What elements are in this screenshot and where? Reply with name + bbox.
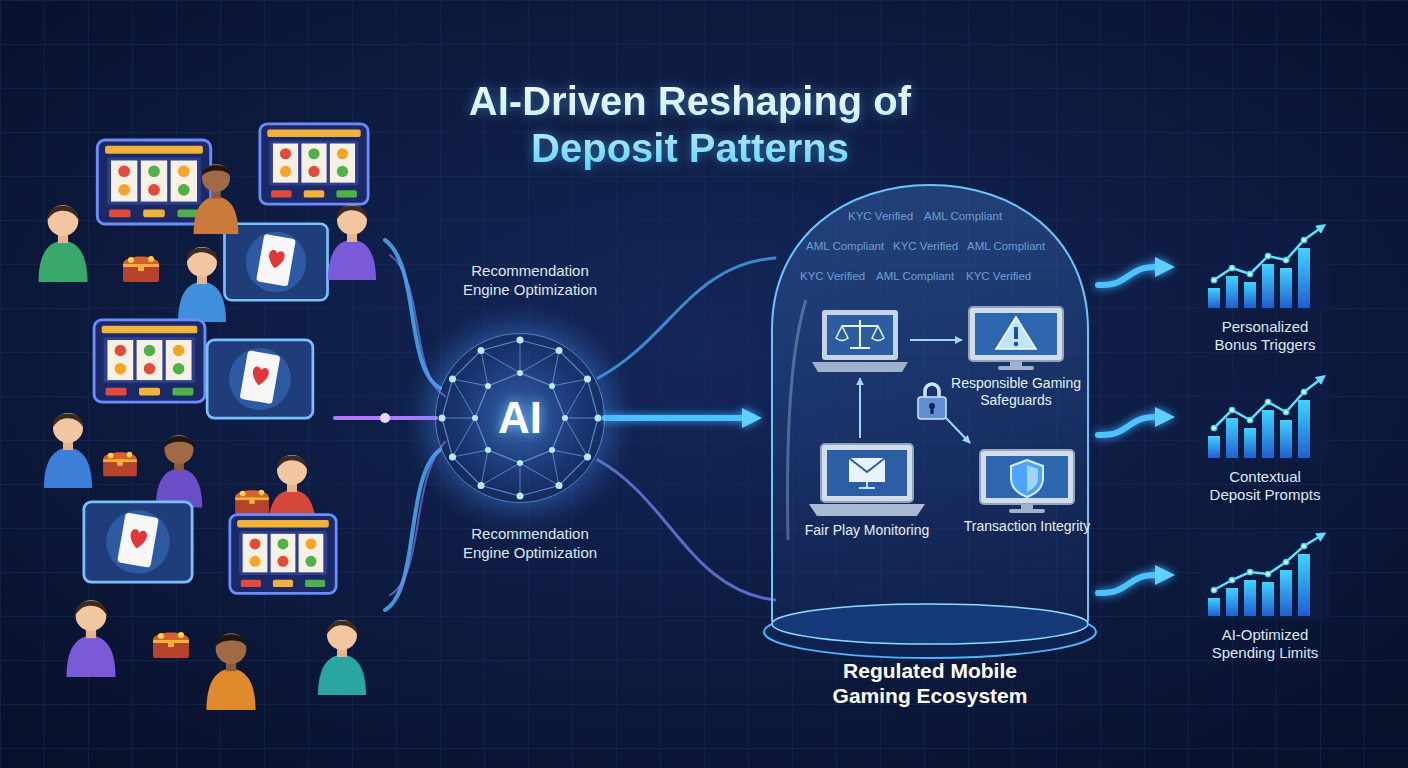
chart-label: Personalized Bonus Triggers bbox=[1203, 318, 1328, 355]
device-icon bbox=[977, 448, 1077, 514]
icon-label: Transaction Integrity bbox=[964, 518, 1090, 535]
slot-screen bbox=[260, 124, 368, 204]
watermark: KYC Verified bbox=[800, 270, 865, 284]
chart-label: AI-Optimized Spending Limits bbox=[1203, 626, 1328, 663]
dome-label: Regulated Mobile Gaming Ecosystem bbox=[820, 658, 1040, 710]
icon-graphic bbox=[809, 444, 925, 516]
watermark: AML Compliant bbox=[967, 240, 1045, 254]
watermark: AML Compliant bbox=[924, 210, 1002, 224]
player-figure bbox=[178, 247, 226, 322]
player-figure bbox=[44, 413, 92, 488]
player-figure bbox=[66, 600, 115, 677]
watermark: KYC Verified bbox=[966, 270, 1031, 284]
icon-graphic bbox=[1200, 530, 1330, 620]
watermark: KYC Verified bbox=[893, 240, 958, 254]
fair-play-laptop: Fair Play Monitoring bbox=[802, 442, 932, 550]
core-label: AI bbox=[498, 396, 542, 440]
annotation-label: Recommendation Engine Optimization bbox=[450, 525, 610, 563]
ecosystem-dome: Regulated Mobile Gaming Ecosystem Respons… bbox=[762, 180, 1098, 710]
trend-chart: Contextual Deposit Prompts bbox=[1175, 372, 1355, 513]
ai-core-circle: AI bbox=[435, 333, 605, 503]
safeguard-monitor: Responsible Gaming Safeguards bbox=[950, 305, 1082, 420]
watermark: AML Compliant bbox=[806, 240, 884, 254]
player-figure bbox=[156, 435, 202, 508]
slot-screen bbox=[94, 320, 205, 402]
icon-graphic bbox=[764, 185, 1096, 658]
treasure-chest bbox=[153, 632, 189, 658]
flow-arrow bbox=[1098, 267, 1159, 285]
players-illustration bbox=[38, 124, 376, 710]
flow-arrow bbox=[605, 415, 746, 421]
integrity-monitor: Transaction Integrity bbox=[962, 448, 1092, 546]
icon-label: Responsible Gaming Safeguards bbox=[950, 375, 1082, 409]
player-figure bbox=[38, 205, 87, 282]
diagram-title: AI-Driven Reshaping of Deposit Patterns bbox=[395, 78, 985, 172]
device-icon bbox=[807, 442, 927, 518]
flow-arrow bbox=[1098, 575, 1159, 593]
trend-chart: Personalized Bonus Triggers bbox=[1175, 222, 1355, 363]
player-figure bbox=[206, 633, 255, 710]
data-streams bbox=[335, 240, 775, 610]
player-figure bbox=[328, 205, 376, 280]
watermark: AML Compliant bbox=[876, 270, 954, 284]
slot-screen bbox=[230, 515, 336, 594]
bar-line-chart bbox=[1200, 372, 1330, 462]
treasure-chest bbox=[103, 452, 137, 476]
annotation-label: Recommendation Engine Optimization bbox=[450, 262, 610, 300]
card-screen bbox=[207, 340, 313, 418]
watermark: KYC Verified bbox=[848, 210, 913, 224]
trend-chart: AI-Optimized Spending Limits bbox=[1175, 530, 1355, 671]
icon-label: Fair Play Monitoring bbox=[805, 522, 930, 539]
flow-arrow bbox=[1098, 417, 1159, 435]
dome-outline bbox=[762, 180, 1098, 710]
device-icon bbox=[966, 305, 1066, 371]
player-figure bbox=[194, 164, 239, 234]
neural-network bbox=[405, 303, 635, 533]
chart-label: Contextual Deposit Prompts bbox=[1203, 468, 1328, 505]
treasure-chest bbox=[123, 256, 159, 282]
slot-screen bbox=[97, 140, 210, 224]
player-figure bbox=[318, 620, 366, 695]
card-screen bbox=[84, 502, 192, 582]
icon-graphic bbox=[1200, 372, 1330, 462]
icon-graphic bbox=[1200, 222, 1330, 312]
icon-graphic bbox=[980, 450, 1074, 513]
bar-line-chart bbox=[1200, 222, 1330, 312]
card-screen bbox=[224, 224, 327, 300]
icon-graphic bbox=[969, 307, 1063, 370]
bar-line-chart bbox=[1200, 530, 1330, 620]
treasure-chest bbox=[235, 490, 269, 514]
